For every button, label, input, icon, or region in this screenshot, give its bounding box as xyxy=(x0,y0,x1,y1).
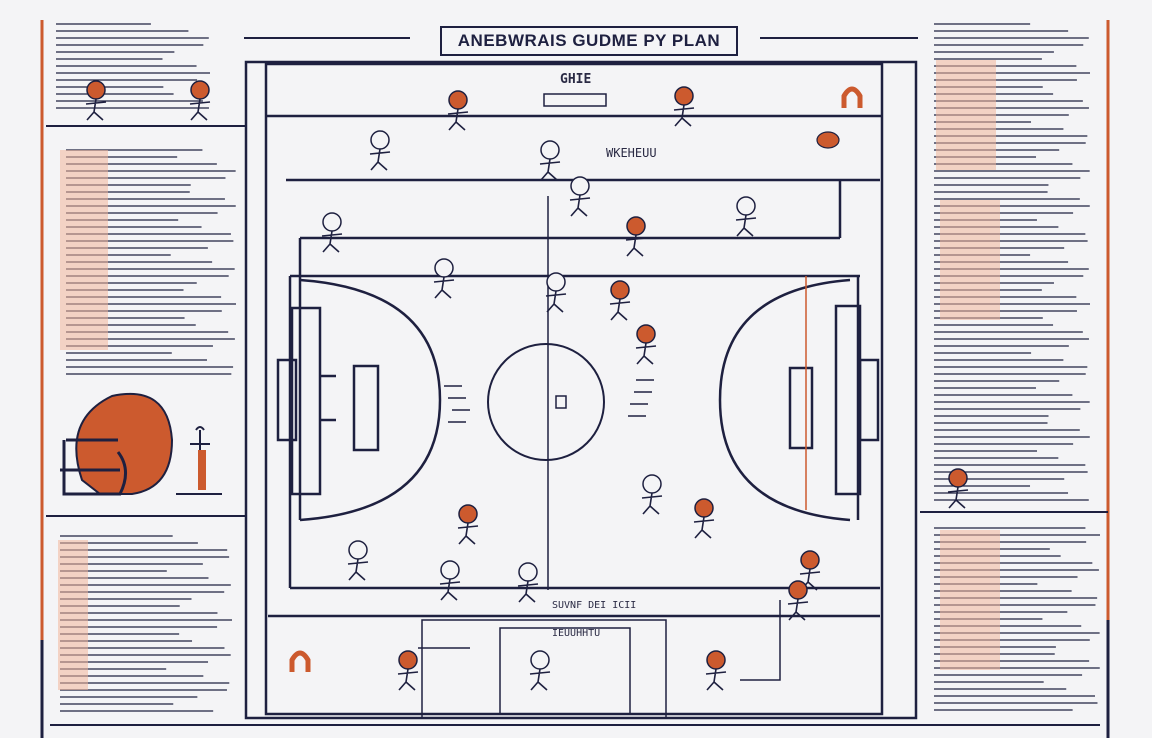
player-figure-icon xyxy=(457,504,479,545)
bench-label: IEUUHHTU xyxy=(552,628,601,639)
player-figure-icon xyxy=(539,140,561,181)
outer-frame xyxy=(40,20,1110,738)
player-figure-icon xyxy=(85,80,107,121)
field-label-mid: SUVNF DEI ICII xyxy=(552,600,637,611)
player-figure-icon xyxy=(609,280,631,321)
player-figure-icon xyxy=(529,650,551,691)
players-layer xyxy=(85,80,969,691)
player-figure-icon xyxy=(439,560,461,601)
player-figure-icon xyxy=(947,468,969,509)
horseshoe-icon xyxy=(289,650,311,672)
football-helmet-icon xyxy=(60,392,222,496)
player-figure-icon xyxy=(693,498,715,539)
player-figure-icon xyxy=(705,650,727,691)
notes-highlights xyxy=(58,60,1000,690)
player-figure-icon xyxy=(673,86,695,127)
field-label-top: WKEHEUU xyxy=(606,146,657,160)
football-icon xyxy=(816,131,840,149)
player-figure-icon xyxy=(433,258,455,299)
player-figure-icon xyxy=(799,550,821,591)
player-figure-icon xyxy=(517,562,539,603)
player-figure-icon xyxy=(625,216,647,257)
horseshoe-icon xyxy=(841,86,863,108)
player-figure-icon xyxy=(189,80,211,121)
player-figure-icon xyxy=(545,272,567,313)
field xyxy=(244,60,918,720)
player-figure-icon xyxy=(735,196,757,237)
player-figure-icon xyxy=(321,212,343,253)
player-figure-icon xyxy=(447,90,469,131)
player-figure-icon xyxy=(369,130,391,171)
player-figure-icon xyxy=(635,324,657,365)
page-title: ANEBWRAIS GUDME PY PLAN xyxy=(440,26,738,56)
player-figure-icon xyxy=(641,474,663,515)
player-figure-icon xyxy=(787,580,809,621)
logo-label: GHIE xyxy=(560,72,592,87)
player-figure-icon xyxy=(569,176,591,217)
player-figure-icon xyxy=(347,540,369,581)
player-figure-icon xyxy=(397,650,419,691)
